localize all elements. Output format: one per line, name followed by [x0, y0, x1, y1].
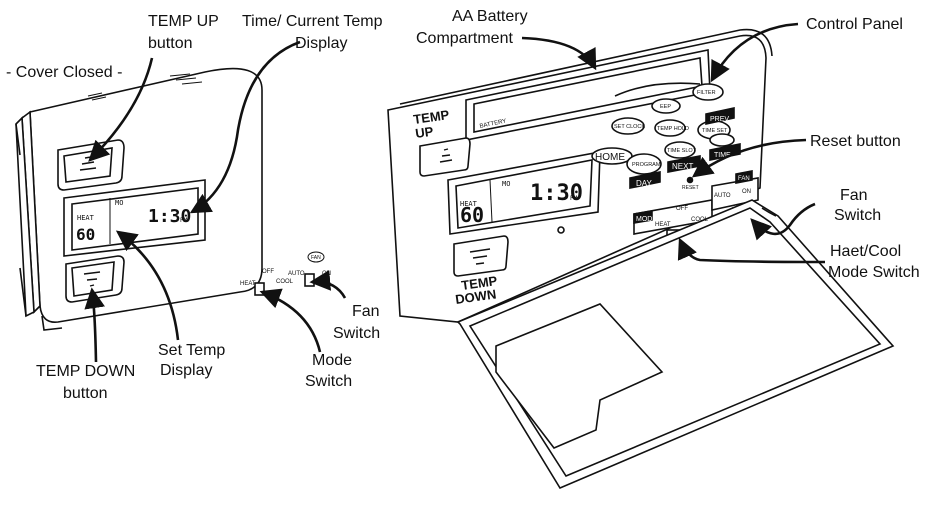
fan-panel-fan: FAN: [738, 176, 750, 182]
mode-panel-cool: COOL: [691, 217, 709, 223]
battery-label-2: Compartment: [416, 30, 513, 47]
time-set-button[interactable]: TIME SET: [702, 128, 728, 134]
time-slot-button[interactable]: TIME SLOT: [667, 148, 697, 154]
temp-down-label-2: button: [63, 385, 107, 402]
temp-up-label-2: button: [148, 35, 192, 52]
open-battery: BATTERY: [479, 118, 507, 130]
fan-panel-on: ON: [742, 189, 751, 195]
open-temp-up-1: TEMP: [412, 107, 450, 127]
open-thermostat: [387, 28, 895, 490]
closed-set-temp: 60: [76, 225, 95, 244]
time-display-label-1: Time/ Current Temp: [242, 13, 383, 30]
closed-thermostat: [15, 67, 325, 331]
closed-mode-cool: COOL: [276, 279, 294, 285]
closed-mode-label: HEAT: [77, 214, 95, 222]
program-button[interactable]: PROGRAM: [632, 162, 661, 168]
open-ampm: PM: [570, 195, 578, 202]
set-temp-label-2: Display: [160, 362, 212, 379]
time-display-label-2: Display: [295, 35, 347, 52]
reset-button-label: Reset button: [810, 133, 901, 150]
closed-mode-heat: HEAT: [240, 281, 256, 287]
closed-fan-label: FAN: [311, 255, 321, 261]
mode-switch-label-2: Switch: [305, 373, 352, 390]
open-temp-down-1: TEMP: [460, 273, 498, 293]
temp-up-label-1: TEMP UP: [148, 13, 219, 30]
day-button[interactable]: DAY: [636, 179, 653, 188]
temp-hold-button[interactable]: TEMP HOLD: [657, 126, 689, 132]
heat-cool-label-2: Mode Switch: [828, 264, 920, 281]
prev-button[interactable]: PREV: [710, 116, 729, 123]
fan-switch-left-label-2: Switch: [333, 325, 380, 342]
closed-fan-auto: AUTO: [288, 271, 305, 277]
open-set-temp: 60: [460, 203, 484, 227]
home-button[interactable]: HOME: [595, 152, 625, 163]
reset-button[interactable]: RESET: [682, 185, 699, 191]
fan-switch-left-label-1: Fan: [352, 303, 380, 320]
left-leaders: [84, 40, 347, 363]
control-panel-label: Control Panel: [806, 16, 903, 33]
fan-switch-right-label-2: Switch: [834, 207, 881, 224]
open-temp-up-2: UP: [414, 124, 434, 141]
closed-fan-on: ON: [322, 271, 331, 277]
mode-panel-off: OFF: [676, 206, 688, 212]
mode-panel-heat: HEAT: [655, 222, 671, 228]
fan-panel-auto: AUTO: [714, 193, 731, 199]
filter-button[interactable]: FILTER: [697, 90, 716, 96]
battery-label-1: AA Battery: [452, 8, 528, 25]
open-temp-down-2: DOWN: [454, 286, 497, 307]
temp-down-label-1: TEMP DOWN: [36, 363, 135, 380]
open-display-day: MO: [502, 180, 510, 188]
closed-day: MO: [115, 199, 123, 207]
fan-switch-right-label-1: Fan: [840, 187, 868, 204]
mode-fan-panel: MODE OFF HEAT COOL FAN AUTO ON: [636, 176, 751, 228]
open-time: 1:30: [530, 181, 583, 206]
mode-panel-mode: MODE: [636, 216, 657, 223]
closed-mode-off: OFF: [262, 269, 274, 275]
open-display-mode: HEAT: [460, 200, 478, 208]
heat-cool-label-1: Haet/Cool: [830, 243, 901, 260]
mode-switch-label-1: Mode: [312, 352, 352, 369]
right-leaders: [521, 22, 826, 264]
set-clock-button[interactable]: SET CLOCK: [614, 124, 645, 130]
closed-time: 1:30: [148, 206, 191, 227]
next-button[interactable]: NEXT: [672, 162, 693, 171]
cover-closed-label: - Cover Closed -: [6, 64, 122, 81]
closed-ampm: PM: [180, 217, 188, 224]
eep-button[interactable]: EEP: [660, 104, 671, 110]
time-button[interactable]: TIME: [714, 152, 731, 159]
control-panel-buttons: SET CLOCK EEP FILTER TEMP HOLD PREV TIME…: [595, 90, 731, 191]
set-temp-label-1: Set Temp: [158, 342, 225, 359]
